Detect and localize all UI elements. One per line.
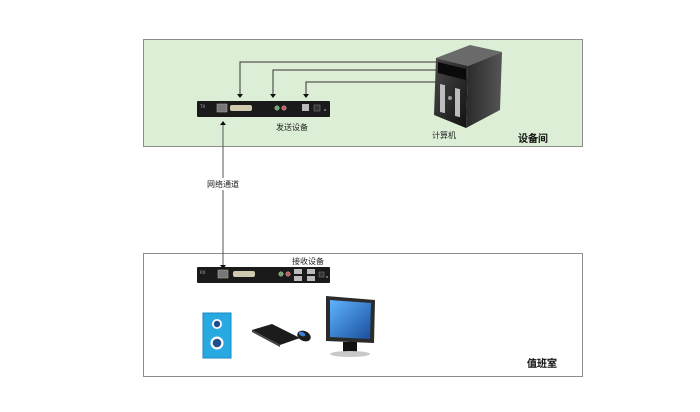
keyboard-icon (252, 324, 300, 347)
mic-in-icon (281, 105, 287, 111)
arrow-icon (303, 94, 309, 98)
transmitter-device: TX (197, 101, 330, 117)
usb-port-icon (294, 269, 302, 274)
duty-room-label: 值班室 (527, 359, 557, 370)
cable-video (239, 61, 436, 95)
speaker-icon (202, 312, 232, 359)
power-led-icon (324, 109, 326, 111)
dvi-port-icon (230, 105, 252, 111)
arrow-up-icon (220, 121, 226, 125)
cable-usb (305, 81, 436, 95)
network-channel-line (205, 121, 243, 269)
equipment-room-zone (143, 39, 583, 147)
cable-arrowheads (237, 94, 309, 98)
transmitter-label: 发送设备 (276, 123, 308, 132)
cable-audio (272, 69, 436, 95)
computer-tx-cables (239, 61, 436, 95)
rj45-port-icon (217, 269, 229, 279)
computer-tower-icon (434, 45, 502, 128)
rj45-port-icon (216, 103, 228, 113)
power-port-icon (313, 104, 321, 112)
tx-tag: TX (199, 104, 205, 109)
monitor-icon (326, 296, 375, 357)
computer-label: 计算机 (432, 131, 456, 140)
mouse-icon (297, 330, 311, 342)
rx-tag: RX (200, 270, 206, 275)
usb-port-icon (302, 104, 309, 111)
power-led-icon (326, 276, 328, 278)
network-channel-label: 网络通道 (207, 180, 239, 189)
power-port-icon (318, 271, 325, 278)
usb-port-icon (307, 276, 315, 281)
usb-port-icon (294, 276, 302, 281)
usb-port-icon (307, 269, 315, 274)
audio-out-icon (274, 105, 280, 111)
mic-in-icon (285, 271, 291, 277)
equipment-room-label: 设备间 (518, 134, 548, 145)
arrow-icon (237, 94, 243, 98)
arrow-icon (270, 94, 276, 98)
dvi-port-icon (233, 271, 255, 277)
receiver-label: 接收设备 (292, 257, 324, 266)
receiver-device: RX (197, 267, 330, 283)
audio-out-icon (278, 271, 284, 277)
